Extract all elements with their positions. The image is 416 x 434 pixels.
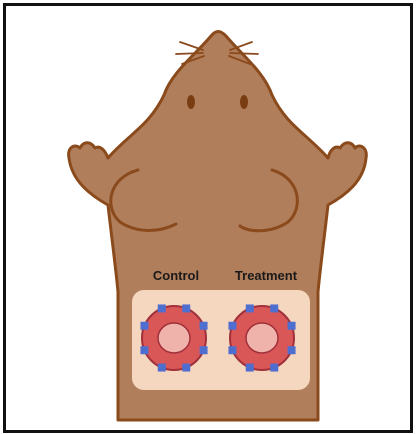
- cell-nucleus: [246, 323, 278, 353]
- receptor-square-icon: [228, 322, 236, 330]
- receptor-square-icon: [140, 322, 148, 330]
- receptor-square-icon: [200, 322, 208, 330]
- receptor-square-icon: [182, 304, 190, 312]
- receptor-square-icon: [158, 304, 166, 312]
- treatment-label: Treatment: [235, 268, 298, 283]
- receptor-square-icon: [158, 364, 166, 372]
- receptor-square-icon: [288, 346, 296, 354]
- receptor-square-icon: [200, 346, 208, 354]
- receptor-square-icon: [270, 304, 278, 312]
- right-eye-icon: [240, 95, 248, 109]
- control-label: Control: [153, 268, 199, 283]
- receptor-square-icon: [288, 322, 296, 330]
- receptor-square-icon: [246, 304, 254, 312]
- receptor-square-icon: [182, 364, 190, 372]
- left-eye-icon: [187, 95, 195, 109]
- receptor-square-icon: [270, 364, 278, 372]
- cell-nucleus: [158, 323, 190, 353]
- receptor-square-icon: [246, 364, 254, 372]
- receptor-square-icon: [140, 346, 148, 354]
- receptor-square-icon: [228, 346, 236, 354]
